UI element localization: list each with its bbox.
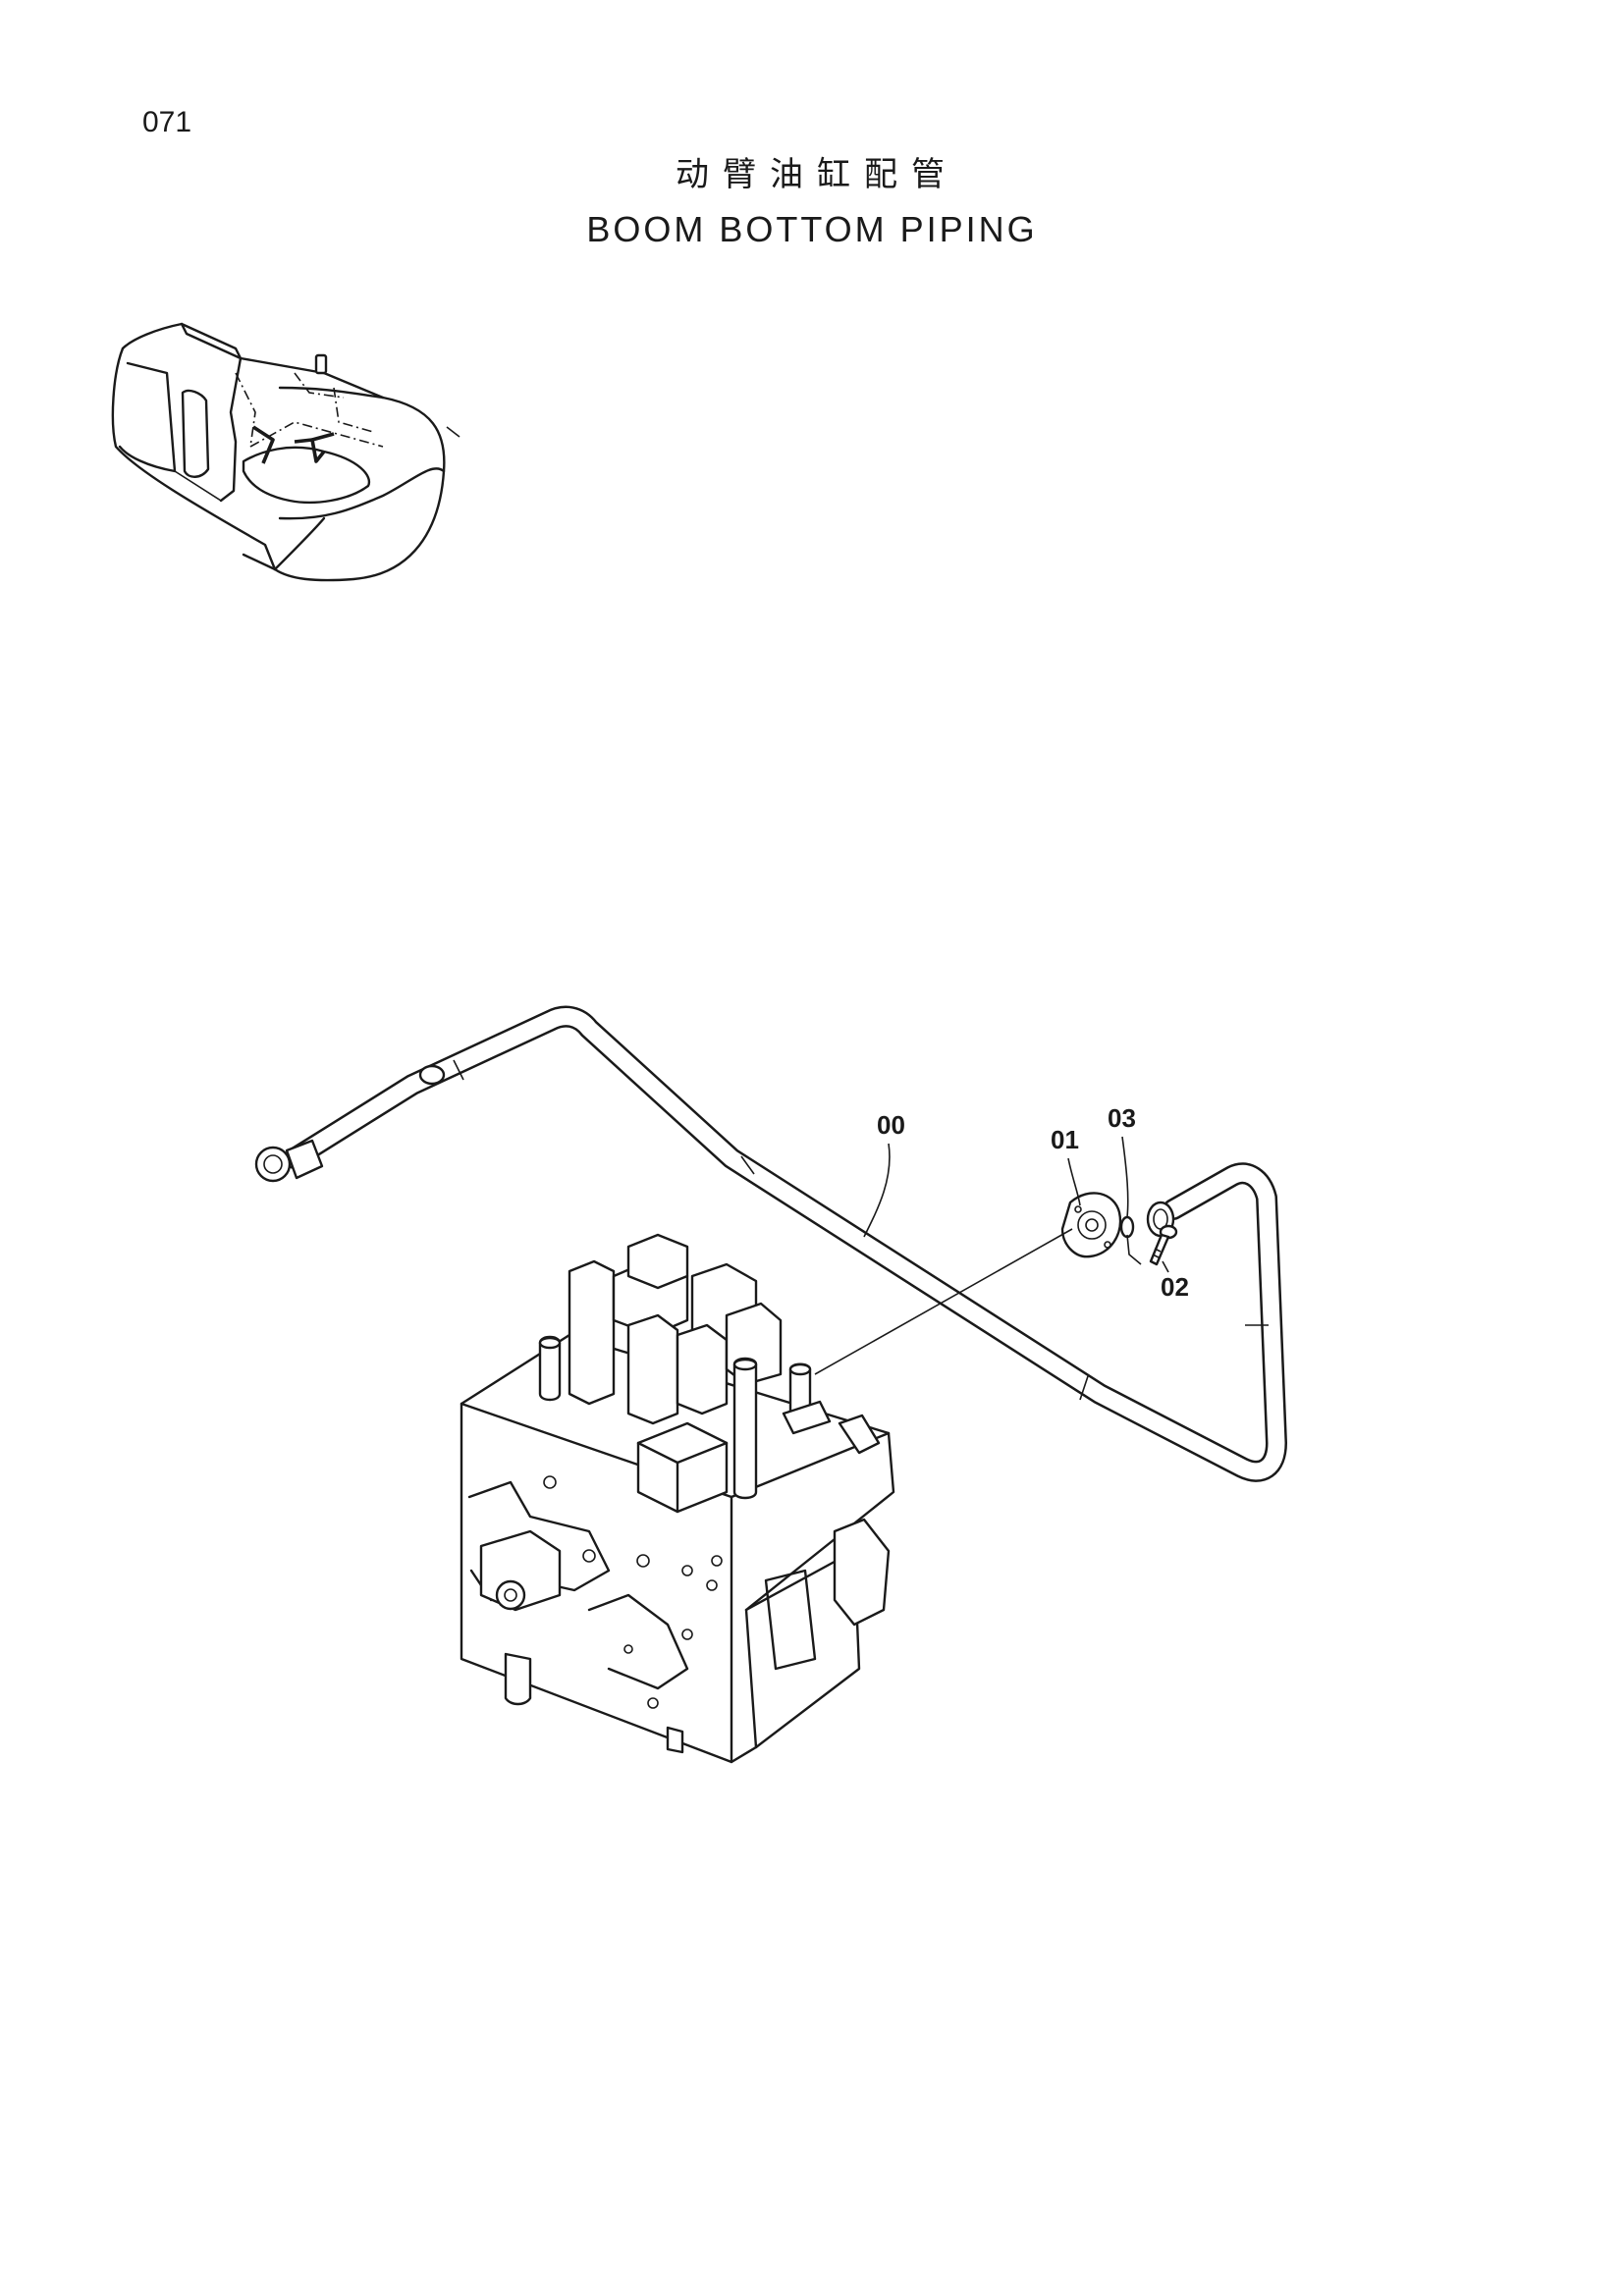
page-title-english: BOOM BOTTOM PIPING xyxy=(586,209,1038,249)
callout-03: 03 xyxy=(1108,1103,1136,1218)
bolt-part-02 xyxy=(1149,1224,1178,1266)
page-number: 071 xyxy=(142,106,192,138)
callout-02: 02 xyxy=(1161,1260,1189,1302)
callout-00: 00 xyxy=(863,1110,905,1238)
svg-text:02: 02 xyxy=(1161,1272,1189,1302)
control-valve xyxy=(460,1233,895,1764)
page-title-chinese: 动臂油缸配管 xyxy=(676,156,958,193)
svg-text:03: 03 xyxy=(1108,1103,1136,1133)
title-block: 动臂油缸配管 BOOM BOTTOM PIPING xyxy=(0,147,1624,250)
machine-location-thumbnail xyxy=(111,322,460,582)
o-ring-part-03 xyxy=(1119,1215,1135,1239)
flange-part-01 xyxy=(1060,1192,1122,1258)
callout-01: 01 xyxy=(1051,1125,1081,1206)
svg-text:01: 01 xyxy=(1051,1125,1079,1154)
svg-text:00: 00 xyxy=(877,1110,905,1140)
boom-bottom-pipe xyxy=(254,1005,1287,1482)
